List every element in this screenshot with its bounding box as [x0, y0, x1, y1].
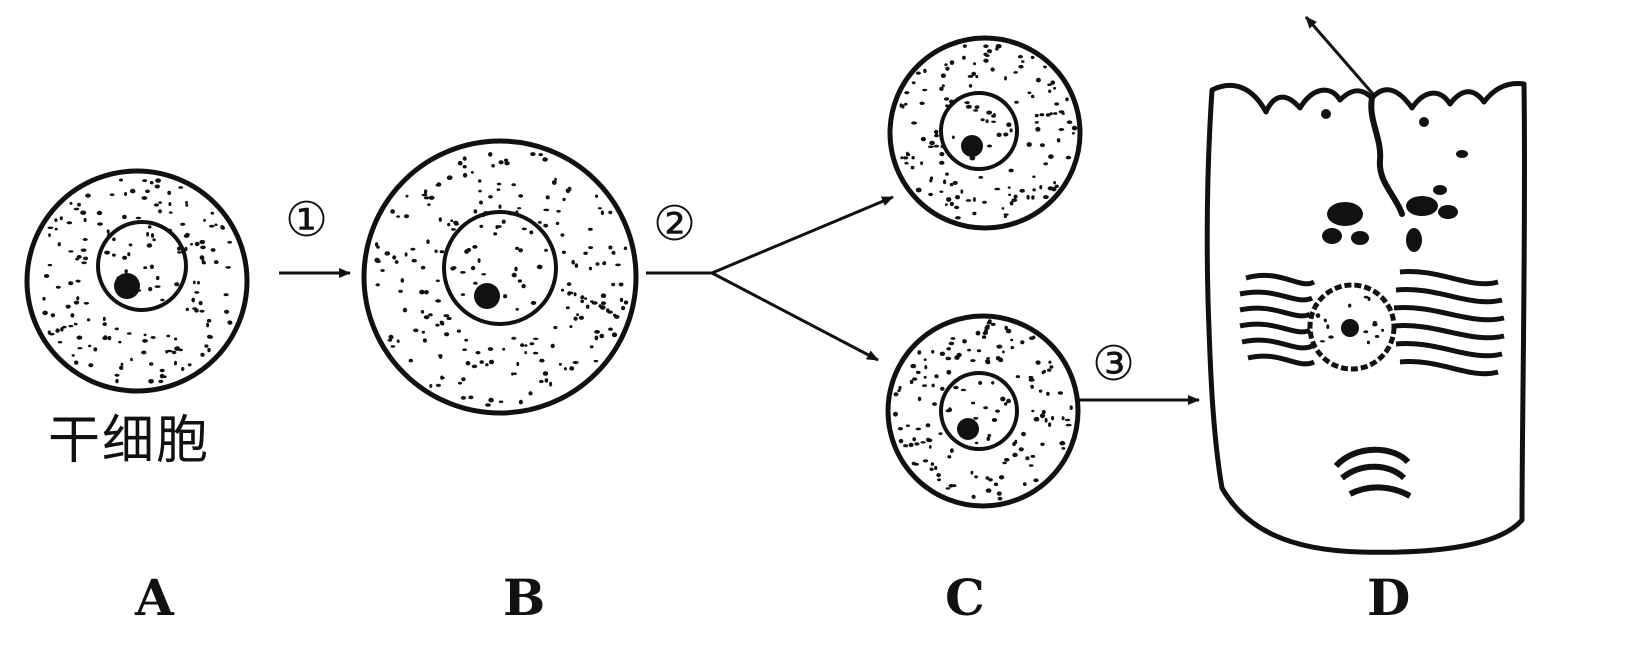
cell-a-cytoplasm-dots — [42, 178, 233, 384]
arrow-step-2-upper — [711, 195, 894, 275]
cell-d-er-right — [1393, 269, 1505, 377]
stem-cell-caption: 干细胞 — [48, 411, 211, 471]
cell-a-nucleolus — [114, 273, 140, 299]
label-d: D — [1367, 568, 1411, 627]
cell-c-upper — [887, 35, 1083, 231]
label-b: B — [503, 568, 546, 627]
step-1-label: ① — [285, 192, 329, 248]
cell-d-organelle-bottom — [1333, 446, 1412, 499]
cell-b-nucleolus — [474, 283, 500, 309]
arrows — [279, 16, 1375, 405]
label-a: A — [135, 568, 174, 627]
cell-d — [1204, 81, 1528, 555]
cell-d-er-left — [1239, 272, 1316, 367]
step-3-label: ③ — [1092, 336, 1136, 392]
cell-c-lower — [885, 313, 1081, 509]
arrow-secretion — [1304, 16, 1375, 95]
cell-a — [24, 168, 250, 394]
step-2-label: ② — [653, 196, 697, 252]
cell-b — [361, 138, 639, 416]
label-c: C — [945, 568, 985, 627]
cell-b-cytoplasm-dots — [374, 152, 629, 407]
cell-a-nucleus — [96, 220, 188, 312]
arrow-step-2-lower — [711, 271, 879, 362]
cell-b-nucleus — [442, 210, 558, 326]
